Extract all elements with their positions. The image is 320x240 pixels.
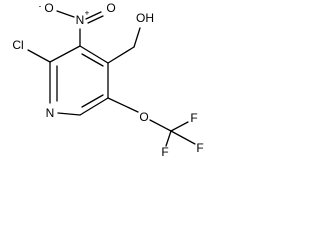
bond-o-cf3	[149, 119, 172, 132]
atom-n-nitro: N	[76, 13, 85, 27]
structure-canvas: Cl N N + O - O OH O F F F	[0, 0, 230, 158]
bond-nitro-n-o-double-a	[85, 11, 102, 20]
atom-oh: OH	[136, 11, 154, 25]
atom-o-nitro-double: O	[106, 1, 115, 15]
atom-labels: Cl N N + O - O OH O F F F	[12, 1, 203, 158]
bond-cf3-f-right	[170, 130, 196, 145]
atom-n-nitro-charge: +	[85, 9, 90, 18]
bond-c2-c3	[49, 45, 81, 63]
bond-c6-n1	[57, 112, 81, 116]
bond-c3-c4	[79, 45, 109, 64]
bond-c5-c6	[79, 97, 109, 116]
bond-c4-ch2	[107, 46, 135, 64]
atom-o-nitro-minus: O	[44, 1, 53, 15]
atom-cl: Cl	[12, 38, 23, 52]
bond-cf3-f-top	[170, 121, 189, 132]
bond-c5-c6-inner	[81, 94, 104, 108]
atom-f-top: F	[190, 111, 197, 125]
atom-o-nitro-minus-charge: -	[39, 2, 42, 11]
bond-cf3-f-left	[165, 130, 172, 147]
molecule-diagram: Cl N N + O - O OH O F F F	[12, 1, 203, 158]
atom-f-right: F	[196, 141, 203, 155]
bond-nitro-n-o-minus	[56, 10, 75, 18]
bond-c2-cl	[27, 49, 51, 63]
atom-o-ether: O	[139, 110, 148, 124]
atom-f-left: F	[161, 145, 168, 158]
bond-nitro-n-o-double-b	[87, 15, 104, 24]
bond-ch2-oh	[133, 27, 141, 48]
bond-c5-o-ether	[107, 97, 139, 113]
atom-n-ring: N	[46, 106, 55, 120]
bonds	[27, 10, 196, 147]
bond-c3-c4-inner	[81, 53, 104, 67]
